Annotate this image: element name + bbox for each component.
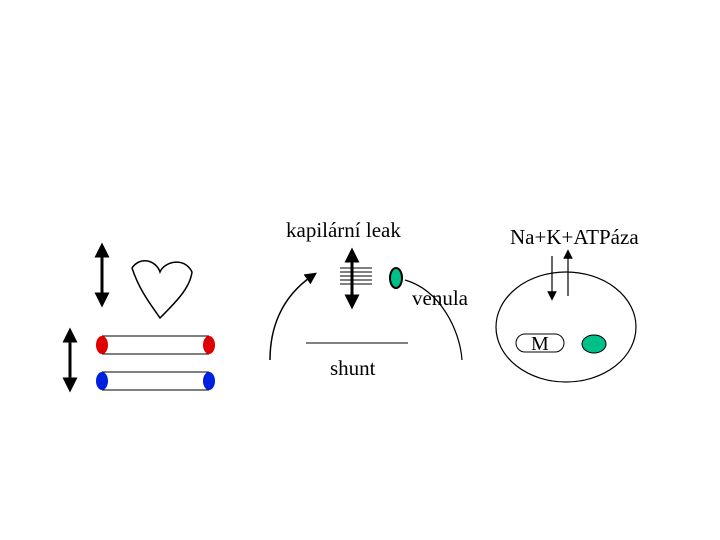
- shunt-curved-arrow: [269, 272, 317, 361]
- m-label: M: [531, 333, 549, 355]
- heart-shape: [131, 260, 193, 320]
- venule-arc: [404, 279, 463, 361]
- artery-end-left: [96, 336, 108, 354]
- shunt-label: shunt: [330, 356, 376, 380]
- sodium-pump-label: Na+K+ATPáza: [510, 225, 639, 249]
- artery-vessel: [96, 335, 215, 355]
- vein-end-right: [203, 372, 215, 390]
- artery-end-right: [203, 336, 215, 354]
- cell-organelle: [581, 334, 607, 354]
- venule-label: venula: [412, 286, 468, 310]
- vein-end-left: [96, 372, 108, 390]
- m-box: [515, 333, 565, 353]
- venule-cell: [389, 267, 403, 289]
- cell-membrane: [495, 271, 637, 383]
- capillary-hatch-lines: [340, 267, 372, 285]
- vein-vessel: [96, 371, 215, 391]
- capillary-leak-label: kapilární leak: [286, 218, 401, 242]
